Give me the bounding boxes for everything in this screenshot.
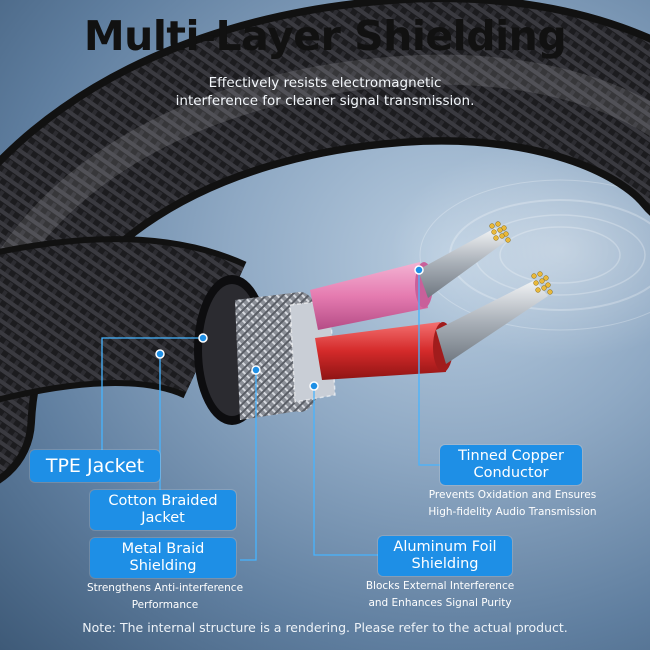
- label-metal-line-2: Shielding: [129, 558, 197, 574]
- label-tpe-jacket: TPE Jacket: [30, 450, 160, 482]
- copper-strands-lower: [436, 280, 548, 364]
- copper-tips-lower: [531, 271, 553, 295]
- leader-metal: [240, 370, 257, 561]
- label-foil-line-1: Aluminum Foil: [393, 539, 497, 555]
- subtitle-line-1: Effectively resists electromagnetic: [208, 75, 442, 91]
- leader-lines: [101, 270, 440, 561]
- subtitle: Effectively resists electromagnetic inte…: [0, 74, 650, 110]
- label-metal-braid: Metal Braid Shielding: [90, 538, 236, 578]
- pink-wire-insulation: [310, 262, 428, 330]
- label-metal-line-1: Metal Braid: [121, 541, 205, 557]
- leader-tpe: [101, 337, 203, 455]
- subtitle-line-2: interference for cleaner signal transmis…: [175, 93, 475, 109]
- label-copper-line-1: Tinned Copper: [458, 448, 564, 464]
- label-aluminum-foil: Aluminum Foil Shielding: [378, 536, 512, 576]
- desc-foil-line-2: and Enhances Signal Purity: [368, 597, 512, 609]
- copper-strands-upper: [418, 228, 505, 298]
- cable-body-braid: [0, 242, 244, 397]
- label-foil-line-2: Shielding: [411, 556, 479, 572]
- desc-metal-line-2: Performance: [131, 599, 199, 611]
- leader-copper: [418, 270, 440, 466]
- desc-metal-line-1: Strengthens Anti-interference: [86, 582, 244, 594]
- background-glow: [390, 140, 650, 360]
- label-tinned-copper: Tinned Copper Conductor: [440, 445, 582, 485]
- page-title: Multi-Layer Shielding: [83, 12, 567, 60]
- red-wire-insulation: [315, 322, 446, 380]
- label-tpe-jacket-text: TPE Jacket: [45, 454, 145, 477]
- label-copper-line-2: Conductor: [473, 465, 549, 481]
- desc-copper-line-1: Prevents Oxidation and Ensures: [428, 489, 597, 501]
- copper-tips-upper: [489, 221, 511, 243]
- label-cotton-line-1: Cotton Braided: [108, 493, 218, 509]
- desc-aluminum-foil: Blocks External Interference and Enhance…: [340, 578, 540, 612]
- desc-copper-line-2: High-fidelity Audio Transmission: [428, 506, 597, 518]
- leader-dots: [155, 265, 424, 391]
- desc-metal-braid: Strengthens Anti-interference Performanc…: [60, 580, 270, 614]
- label-cotton-braided: Cotton Braided Jacket: [90, 490, 236, 530]
- desc-foil-line-1: Blocks External Interference: [365, 580, 515, 592]
- disclaimer-note: Note: The internal structure is a render…: [82, 620, 568, 635]
- label-cotton-line-2: Jacket: [141, 510, 185, 526]
- leader-foil: [313, 386, 378, 556]
- desc-tinned-copper: Prevents Oxidation and Ensures High-fide…: [405, 487, 620, 521]
